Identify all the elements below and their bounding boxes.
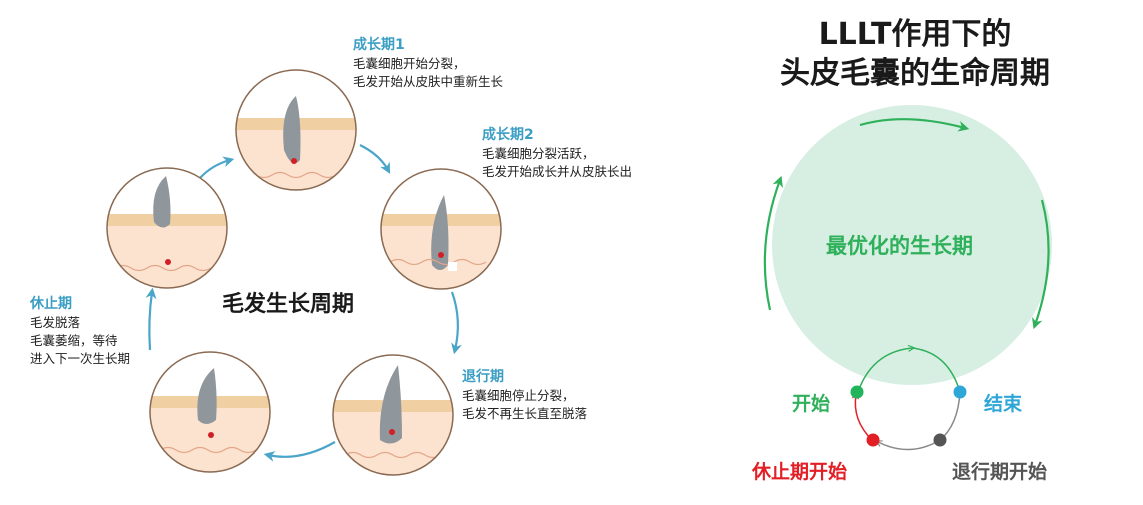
stage-anagen1-title: 成长期1: [353, 37, 405, 53]
end-dot: [953, 385, 967, 399]
stage-anagen2-line2: 毛发开始成长并从皮肤长出: [482, 164, 633, 179]
stage-anagen1-line2: 毛发开始从皮肤中重新生长: [353, 74, 504, 89]
green-arrow-right: [1032, 199, 1050, 330]
stage-anagen2-line1: 毛囊细胞分裂活跃，: [482, 146, 595, 161]
start-dot: [850, 385, 864, 399]
stage-telogen-title: 休止期: [30, 296, 72, 312]
follicle-stage-anagen-1: [235, 69, 357, 191]
follicle-stage-catagen: [332, 354, 454, 476]
arrow-4-to-5: [145, 287, 157, 351]
follicle-stage-resting: [106, 167, 228, 289]
stage-catagen-line2: 毛发不再生长直至脱落: [462, 406, 588, 421]
green-arrow-top: [859, 118, 970, 132]
arrow-1-to-2: [359, 144, 391, 174]
hair-cycle-title: 毛发生长周期: [222, 292, 355, 317]
follicle-stage-anagen-2: [380, 168, 502, 290]
follicle-stage-telogen: [149, 351, 271, 473]
arrow-2-to-3: [450, 291, 462, 355]
stage-catagen-title: 退行期: [462, 369, 504, 385]
arrow-3-to-4: [263, 441, 336, 462]
catagen-start-dot: [933, 433, 947, 447]
stage-anagen1-line1: 毛囊细胞开始分裂，: [353, 56, 466, 71]
telogen-start-label: 休止期开始: [752, 461, 848, 483]
lllt-title-line2: 头皮毛囊的生命周期: [780, 56, 1050, 91]
optimized-growth-label: 最优化的生长期: [826, 234, 973, 258]
stage-telogen-line3: 进入下一次生长期: [30, 351, 131, 366]
green-arrow-left: [763, 175, 783, 311]
catagen-start-label: 退行期开始: [952, 461, 1048, 483]
optimized-growth-circle: [763, 105, 1052, 385]
cycle-arrows: [145, 144, 462, 462]
telogen-start-dot: [866, 433, 880, 447]
stage-telogen-line1: 毛发脱落: [30, 315, 81, 330]
end-label: 结束: [984, 393, 1023, 415]
arrow-5-to-1: [199, 156, 235, 179]
lllt-title-line1: LLLT作用下的: [818, 17, 1012, 52]
start-label: 开始: [792, 393, 831, 415]
stage-telogen-line2: 毛囊萎缩，等待: [30, 333, 118, 348]
stage-catagen-line1: 毛囊细胞停止分裂，: [462, 388, 575, 403]
stage-anagen2-title: 成长期2: [482, 127, 534, 143]
